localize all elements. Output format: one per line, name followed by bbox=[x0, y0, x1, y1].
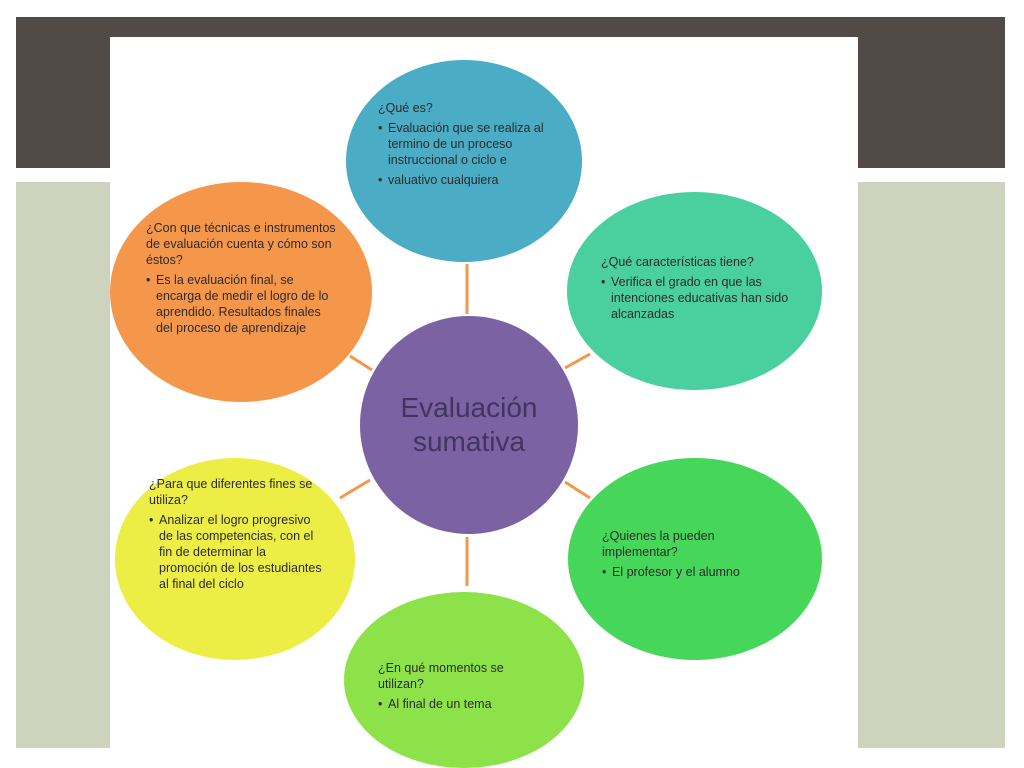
node-fines-list: Analizar el logro progresivo de las comp… bbox=[149, 512, 325, 592]
center-title: Evaluación sumativa bbox=[400, 392, 538, 457]
node-fines-question: ¿Para que diferentes fines se utiliza? bbox=[149, 477, 313, 507]
node-quienes-list: El profesor y el alumno bbox=[602, 564, 792, 580]
node-que-es-item: Evaluación que se realiza al termino de … bbox=[378, 120, 556, 168]
center-node: Evaluación sumativa bbox=[360, 316, 578, 534]
connector-lower-left bbox=[339, 478, 371, 500]
node-caracteristicas-question: ¿Qué características tiene? bbox=[601, 255, 754, 269]
node-caracteristicas-item: Verifica el grado en que las intenciones… bbox=[601, 274, 798, 322]
connector-lower-right bbox=[564, 480, 591, 500]
node-momentos-question: ¿En qué momentos se utilizan? bbox=[378, 661, 504, 691]
node-que-es-list: Evaluación que se realiza al termino de … bbox=[378, 120, 556, 188]
right-side-panel bbox=[858, 182, 1005, 748]
node-que-es-question: ¿Qué es? bbox=[378, 101, 433, 115]
node-caracteristicas-list: Verifica el grado en que las intenciones… bbox=[601, 274, 798, 322]
node-que-es-item: valuativo cualquiera bbox=[378, 172, 556, 188]
node-caracteristicas: ¿Qué características tiene? Verifica el … bbox=[567, 192, 822, 390]
connector-upper-left bbox=[349, 354, 373, 372]
node-tecnicas-list: Es la evaluación final, se encarga de me… bbox=[146, 272, 338, 336]
node-momentos-list: Al final de un tema bbox=[378, 696, 548, 712]
node-quienes: ¿Quienes la pueden implementar? El profe… bbox=[568, 458, 822, 660]
node-fines: ¿Para que diferentes fines se utiliza? A… bbox=[115, 458, 355, 660]
node-quienes-question: ¿Quienes la pueden implementar? bbox=[602, 529, 715, 559]
node-momentos-item: Al final de un tema bbox=[378, 696, 548, 712]
connector-upper-right bbox=[564, 352, 591, 370]
node-tecnicas: ¿Con que técnicas e instrumentos de eval… bbox=[110, 182, 372, 402]
node-que-es: ¿Qué es? Evaluación que se realiza al te… bbox=[346, 60, 582, 262]
left-side-panel bbox=[16, 182, 110, 748]
node-tecnicas-item: Es la evaluación final, se encarga de me… bbox=[146, 272, 338, 336]
node-fines-item: Analizar el logro progresivo de las comp… bbox=[149, 512, 325, 592]
node-momentos: ¿En qué momentos se utilizan? Al final d… bbox=[344, 592, 584, 768]
node-tecnicas-question: ¿Con que técnicas e instrumentos de eval… bbox=[146, 221, 336, 267]
node-quienes-item: El profesor y el alumno bbox=[602, 564, 792, 580]
